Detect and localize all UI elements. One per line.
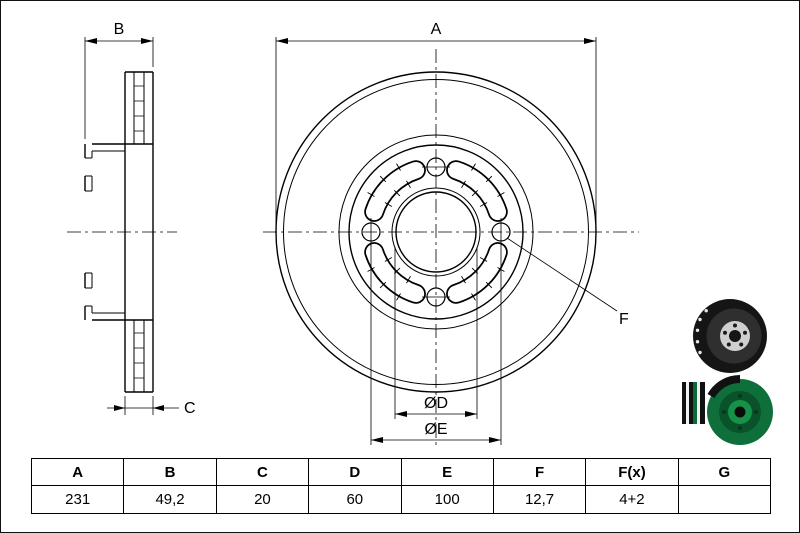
spec-header-a: A xyxy=(30,458,125,486)
spec-value-f: 12,7 xyxy=(492,485,587,514)
spec-value-c: 20 xyxy=(215,485,310,514)
spec-value-e: 100 xyxy=(400,485,494,514)
dimension-a: A xyxy=(275,21,597,229)
spec-header-f: F xyxy=(492,458,587,486)
technical-drawing: A B C ØD ØE xyxy=(67,21,773,449)
spec-value-a: 231 xyxy=(30,485,125,514)
spec-value-row: 231 49,2 20 60 100 12,7 4+2 xyxy=(30,485,772,514)
spec-header-b: B xyxy=(123,458,217,486)
dimension-e: ØE xyxy=(370,243,502,445)
dimension-f: F xyxy=(506,237,629,328)
spec-header-e: E xyxy=(400,458,494,486)
dim-label-c: C xyxy=(184,400,196,417)
dim-label-f: F xyxy=(619,311,629,328)
spec-header-d: D xyxy=(308,458,402,486)
brake-pad-and-disc-product-icon xyxy=(682,374,773,445)
spec-value-fx: 4+2 xyxy=(585,485,679,514)
dimension-c: C xyxy=(107,396,196,417)
brake-disc-product-icon xyxy=(693,299,767,373)
spec-header-fx: F(x) xyxy=(585,458,679,486)
spec-table: A B C D E F F(x) G 231 49,2 20 60 100 12… xyxy=(30,458,772,514)
dimension-b: B xyxy=(84,21,154,139)
dim-label-a: A xyxy=(431,21,442,38)
side-section-view xyxy=(67,71,177,393)
spec-value-g xyxy=(677,485,772,514)
dim-label-e: ØE xyxy=(424,421,447,438)
front-view xyxy=(263,49,639,449)
spec-header-c: C xyxy=(215,458,310,486)
dim-label-b: B xyxy=(114,21,125,38)
spec-header-row: A B C D E F F(x) G xyxy=(30,458,772,486)
dim-label-d: ØD xyxy=(424,395,448,412)
spec-value-b: 49,2 xyxy=(123,485,217,514)
spec-header-g: G xyxy=(677,458,772,486)
dimension-d: ØD xyxy=(394,247,478,419)
hat-slots xyxy=(364,160,508,304)
spec-value-d: 60 xyxy=(308,485,402,514)
